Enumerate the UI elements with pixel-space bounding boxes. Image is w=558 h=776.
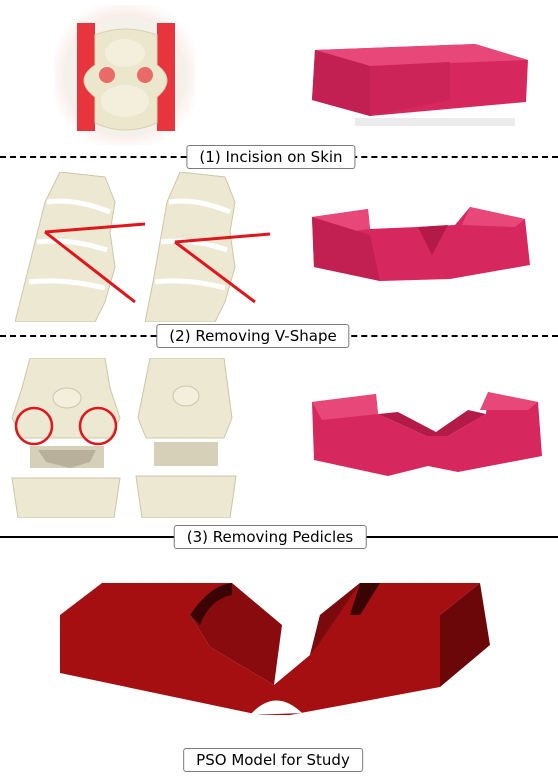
foam-block-step1	[300, 30, 540, 130]
final-model-label: PSO Model for Study	[183, 748, 363, 772]
pedicle-removal-illustration-right	[132, 358, 240, 518]
step-label-2: (2) Removing V-Shape	[156, 324, 349, 348]
step-label-1: (1) Incision on Skin	[186, 145, 355, 169]
spine-v-cut-illustration-left	[15, 172, 145, 322]
foam-block-step3	[298, 380, 548, 490]
foam-block-step2	[300, 195, 545, 295]
skin-incision-illustration	[55, 5, 195, 145]
pedicle-removal-illustration-left	[10, 358, 122, 518]
pso-3d-model	[60, 575, 500, 720]
step-label-3: (3) Removing Pedicles	[174, 525, 367, 549]
spine-v-cut-illustration-right	[145, 172, 275, 322]
